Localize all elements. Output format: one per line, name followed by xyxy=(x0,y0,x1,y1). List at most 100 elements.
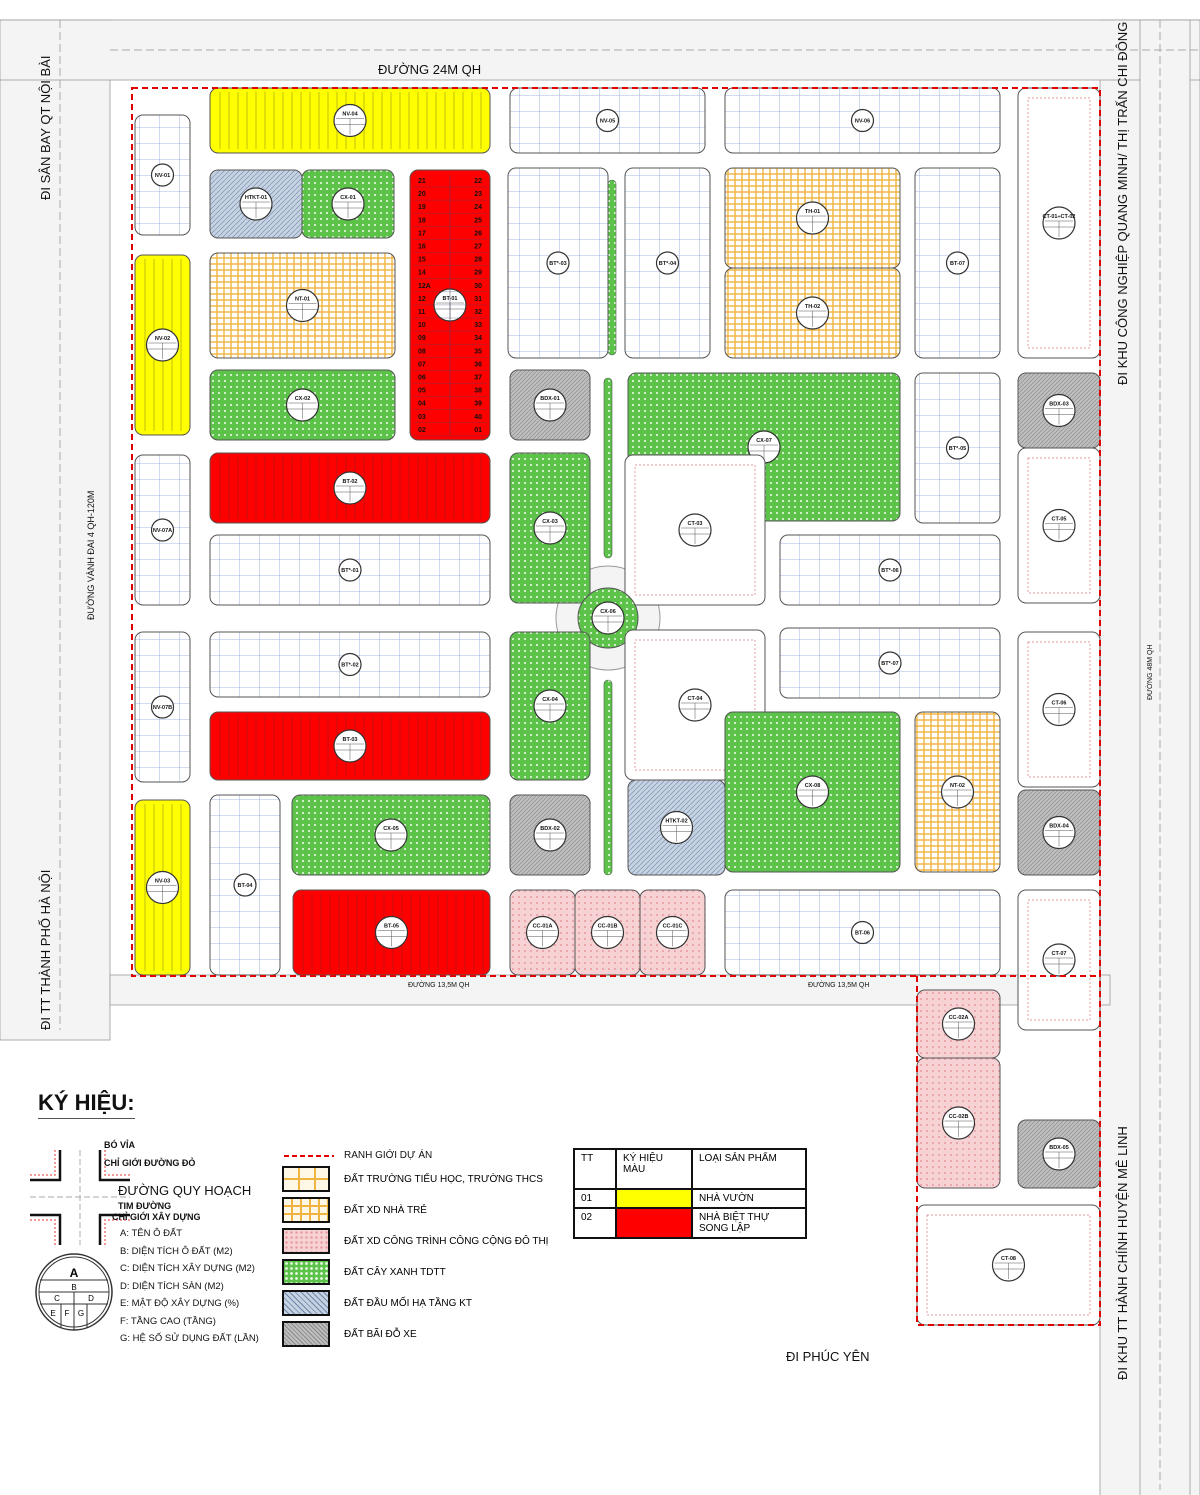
block-th-01[interactable]: TH-01 xyxy=(724,167,901,269)
circle-B: B xyxy=(71,1283,76,1292)
color-swatch-red xyxy=(615,1207,693,1239)
table-row: 02 NHÀ BIỆT THỰ SONG LẬP xyxy=(573,1207,807,1239)
block-nv-07b[interactable]: NV-07B xyxy=(134,631,191,783)
block-cx-01[interactable]: CX-01 xyxy=(301,169,395,239)
circle-C: C xyxy=(54,1294,60,1303)
legend-land-use-item: ĐẤT BÃI ĐỖ XE xyxy=(282,1321,417,1347)
lot-number: 21 xyxy=(418,178,426,185)
block-cc-02b[interactable]: CC-02B xyxy=(916,1057,1001,1189)
circle-dividers xyxy=(287,402,318,419)
block-cc-02a[interactable]: CC-02A xyxy=(916,989,1001,1059)
legend-build-line: CHỈ GIỚI XÂY DỰNG xyxy=(112,1212,201,1222)
lot-info-circle xyxy=(338,558,362,582)
block-bt-06[interactable]: BT*-06 xyxy=(779,534,1001,606)
block-ct-07[interactable]: CT-07 xyxy=(1017,889,1101,1031)
block-bt-06[interactable]: BT-06 xyxy=(724,889,1001,976)
block-label: NV-06 xyxy=(855,119,870,125)
circle-E: E xyxy=(50,1309,55,1318)
block-th-02[interactable]: TH-02 xyxy=(724,267,901,359)
block-label: BDX-03 xyxy=(1049,402,1069,408)
block-bdx-03[interactable]: BDX-03 xyxy=(1017,372,1101,449)
block-bt-07[interactable]: BT*-07 xyxy=(779,627,1001,699)
block-nt-01[interactable]: NT-01 xyxy=(209,252,396,359)
block-nv-01[interactable]: NV-01 xyxy=(134,114,191,236)
block-bt-04[interactable]: BT-04 xyxy=(209,794,281,976)
block-label: BT-04 xyxy=(238,883,254,889)
lot-info-circle xyxy=(945,251,970,275)
circle-dividers xyxy=(1044,408,1074,425)
circle-A: A xyxy=(70,1266,79,1280)
block-label: BT*-06 xyxy=(881,568,898,574)
build-line xyxy=(1027,457,1091,594)
block-cx-02[interactable]: CX-02 xyxy=(209,369,396,441)
block-bt-03[interactable]: BT*-03 xyxy=(507,167,609,359)
road-label-13-5m-right: ĐƯỜNG 13,5M QH xyxy=(808,980,869,989)
lot-number: 40 xyxy=(474,414,482,421)
block-bt-05[interactable]: BT*-05 xyxy=(914,372,1001,524)
block-bdx-02[interactable]: BDX-02 xyxy=(509,794,591,876)
table-header-product: LOẠI SẢN PHẨM xyxy=(691,1148,807,1190)
road-label-13-5m-left: ĐƯỜNG 13,5M QH xyxy=(408,980,469,989)
land-use-swatch xyxy=(282,1228,330,1254)
block-nv-02[interactable]: NV-02 xyxy=(134,254,191,436)
circle-D: D xyxy=(88,1294,94,1303)
block-nv-05[interactable]: NV-05 xyxy=(509,87,706,154)
block-cx-04[interactable]: CX-04 xyxy=(509,631,591,781)
circle-dividers xyxy=(1044,523,1074,540)
block-cx-08[interactable]: CX-08 xyxy=(724,711,901,873)
block-ct-05[interactable]: CT-05 xyxy=(1017,447,1101,604)
block-nv-07a[interactable]: NV-07A xyxy=(134,454,191,606)
block-label: CC-01C xyxy=(663,924,683,930)
median-strip xyxy=(603,377,613,559)
block-nv-03[interactable]: NV-03 xyxy=(134,799,191,976)
block-nt-02[interactable]: NT-02 xyxy=(914,711,1001,873)
block-label: NV-05 xyxy=(600,119,615,125)
block-bt-04[interactable]: BT*-04 xyxy=(624,167,711,359)
lot-number: 15 xyxy=(418,257,426,264)
block-bt-02[interactable]: BT*-02 xyxy=(209,631,491,698)
block-ct-03[interactable]: CT-03 xyxy=(624,454,766,606)
block-label: CX-08 xyxy=(805,783,821,789)
lot-info-circle xyxy=(878,651,902,675)
row-tt: 01 xyxy=(573,1188,617,1209)
block-label: BT*-04 xyxy=(659,261,677,267)
block-bt-07[interactable]: BT-07 xyxy=(914,167,1001,359)
circle-dividers xyxy=(535,402,565,419)
block-htkt-01[interactable]: HTKT-01 xyxy=(209,169,303,239)
block-cx-03[interactable]: CX-03 xyxy=(509,452,591,604)
block-bt-01[interactable]: BT*-01 xyxy=(209,534,491,606)
block-cc-01b[interactable]: CC-01B xyxy=(574,889,641,976)
circle-dividers xyxy=(943,1021,974,1038)
block-htkt-02[interactable]: HTKT-02 xyxy=(627,779,726,876)
block-bt-03[interactable]: BT-03 xyxy=(209,711,491,781)
block-bt-02[interactable]: BT-02 xyxy=(209,452,491,524)
block-nv-06[interactable]: NV-06 xyxy=(724,87,1001,154)
lot-number: 07 xyxy=(418,361,426,368)
lot-number: 04 xyxy=(418,401,426,408)
block-cx-06[interactable]: CX-06 xyxy=(577,587,639,649)
road-label-phuc-yen: ĐI PHÚC YÊN xyxy=(786,1349,870,1364)
legend-curb: BÓ VỈA xyxy=(104,1140,136,1150)
lot-number: 34 xyxy=(474,335,482,342)
legend-land-use-item: ĐẤT TRƯỜNG TIỂU HỌC, TRƯỜNG THCS xyxy=(282,1166,543,1192)
block-label: BDX-01 xyxy=(540,396,560,402)
block-bdx-04[interactable]: BDX-04 xyxy=(1017,789,1101,876)
block-ct-01-ct-02[interactable]: CT-01÷CT-02 xyxy=(1017,87,1101,359)
lot-number: 18 xyxy=(418,217,426,224)
block-nv-04[interactable]: NV-04 xyxy=(209,87,491,154)
block-label: BT-03 xyxy=(343,737,358,743)
circle-dividers xyxy=(535,703,565,720)
block-cc-01c[interactable]: CC-01C xyxy=(639,889,706,976)
circle-dividers xyxy=(376,930,407,947)
block-bdx-01[interactable]: BDX-01 xyxy=(509,369,591,441)
lot-number: 23 xyxy=(474,191,482,198)
block-ct-08[interactable]: CT-08 xyxy=(916,1204,1101,1326)
table-row: 01 NHÀ VƯỜN xyxy=(573,1188,807,1209)
block-bt-05[interactable]: BT-05 xyxy=(292,889,491,976)
block-label: NT-01 xyxy=(295,297,310,303)
block-cx-05[interactable]: CX-05 xyxy=(291,794,491,876)
block-ct-06[interactable]: CT-06 xyxy=(1017,631,1101,788)
block-bdx-05[interactable]: BDX-05 xyxy=(1017,1119,1101,1189)
block-cc-01a[interactable]: CC-01A xyxy=(509,889,576,976)
